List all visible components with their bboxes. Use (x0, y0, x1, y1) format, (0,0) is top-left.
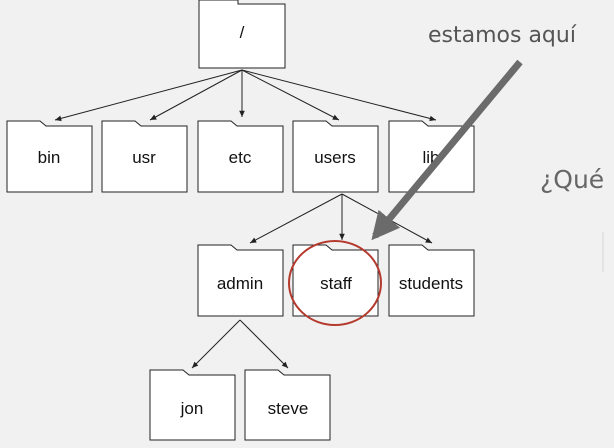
edge-root-usr (149, 69, 243, 121)
folder-icon (292, 244, 379, 317)
folder-users[interactable]: users (292, 120, 379, 193)
folder-label-staff: staff (320, 274, 352, 293)
folder-steve[interactable]: steve (244, 369, 331, 441)
folder-students[interactable]: students (388, 244, 475, 317)
annotation-question-text: ¿Qué (540, 165, 604, 194)
folder-icon (101, 120, 188, 193)
folder-root[interactable]: / (198, 0, 286, 69)
edge-root-users (241, 69, 340, 121)
edge-mark (602, 232, 604, 272)
folder-label-users: users (314, 148, 356, 167)
folder-label-usr: usr (132, 148, 156, 167)
folder-etc[interactable]: etc (197, 120, 284, 193)
edge-admin-steve (239, 319, 289, 369)
folder-icon (388, 244, 475, 317)
folder-icon (149, 369, 236, 441)
folder-label-steve: steve (268, 399, 309, 418)
folder-admin[interactable]: admin (197, 244, 284, 317)
folder-icon (197, 120, 284, 193)
folder-label-root: / (240, 23, 245, 42)
folder-icon (198, 0, 286, 69)
folder-label-admin: admin (217, 274, 263, 293)
folder-label-etc: etc (229, 148, 252, 167)
folder-icon (197, 244, 284, 317)
folder-label-bin: bin (38, 148, 61, 167)
folder-label-students: students (399, 274, 463, 293)
folder-usr[interactable]: usr (101, 120, 188, 193)
edge-root-bin (54, 69, 243, 122)
tree-connectors (54, 69, 437, 369)
arrow-icon (371, 59, 523, 241)
folder-label-jon: jon (180, 399, 204, 418)
folder-icon (292, 120, 379, 193)
folder-bin[interactable]: bin (6, 120, 93, 193)
circle-highlight (288, 240, 382, 326)
edge-root-lib (241, 69, 437, 122)
folder-jon[interactable]: jon (149, 369, 236, 441)
folder-icon (6, 120, 93, 193)
annotation-here-text: estamos aquí (428, 23, 577, 48)
edge-users-admin (249, 193, 343, 244)
folder-icon (244, 369, 331, 441)
edge-admin-jon (191, 319, 241, 369)
folder-staff[interactable]: staff (292, 244, 379, 317)
